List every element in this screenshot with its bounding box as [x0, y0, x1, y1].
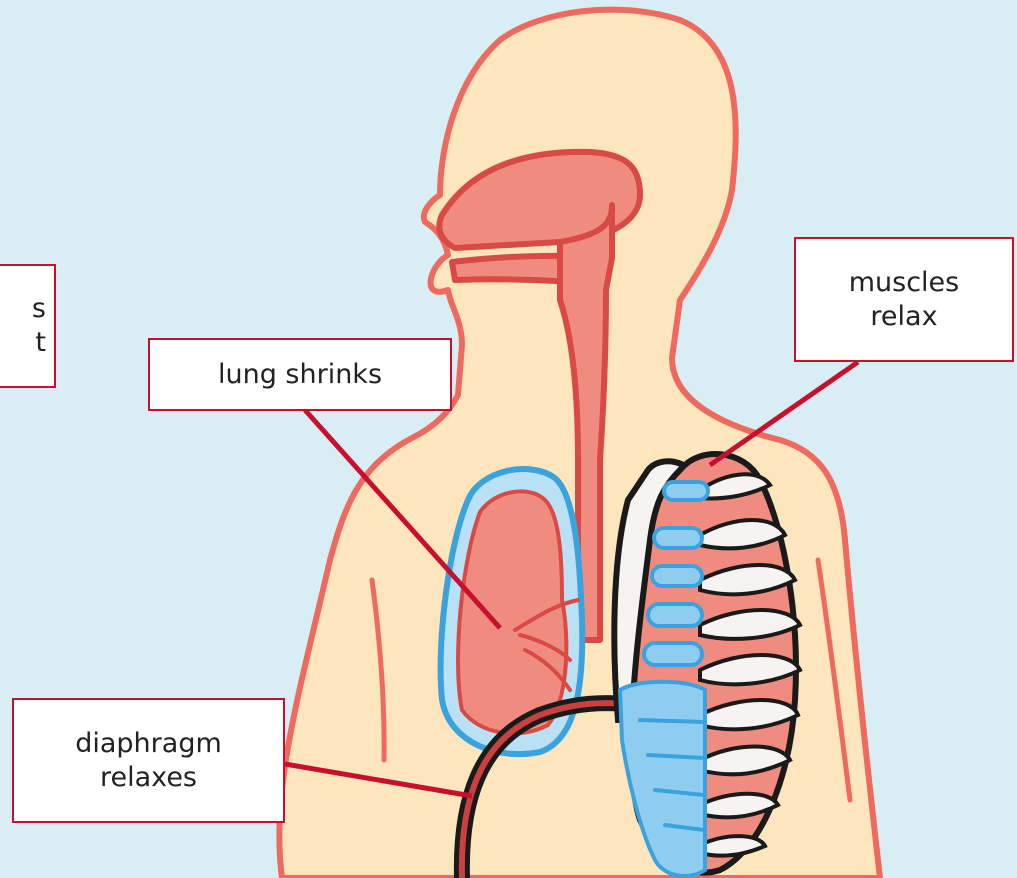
cropped-label-line2: t — [0, 326, 54, 360]
diaphragm-relaxes-line1: diaphragm — [75, 727, 222, 761]
cropped-label-line1: s — [0, 292, 54, 326]
lung-shrinks-text: lung shrinks — [218, 358, 382, 392]
diaphragm-relaxes-line2: relaxes — [100, 761, 197, 795]
diaphragm-relaxes-label: diaphragm relaxes — [12, 698, 285, 823]
muscles-relax-line1: muscles — [849, 266, 960, 300]
lung-shrinks-label: lung shrinks — [148, 338, 452, 411]
muscles-relax-line2: relax — [870, 300, 937, 334]
lung — [458, 491, 566, 733]
cropped-label: s t — [0, 264, 56, 388]
muscles-relax-label: muscles relax — [794, 237, 1014, 362]
